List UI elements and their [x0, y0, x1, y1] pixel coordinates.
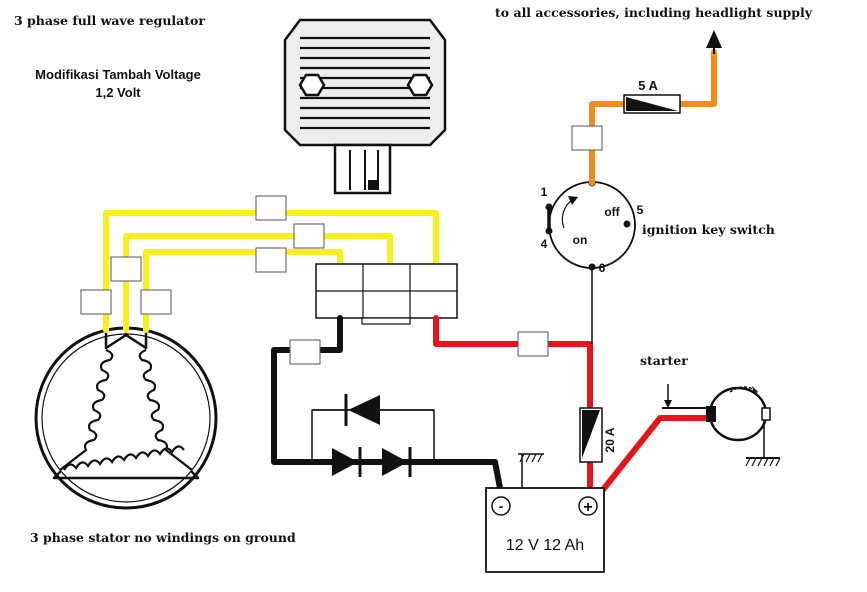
modification-title: Modifikasi Tambah Voltage: [35, 67, 201, 82]
battery-icon: - + 12 V 12 Ah: [485, 487, 605, 573]
starter-motor-icon: [706, 386, 771, 458]
battery-plus: +: [583, 499, 592, 516]
stator-icon: [34, 326, 218, 510]
diode-lower-left-icon: [332, 447, 362, 477]
starter-switch: [662, 384, 706, 409]
switch-state-on: on: [573, 233, 588, 247]
starter-ground-icon: [745, 457, 781, 467]
battery-minus: -: [499, 498, 504, 514]
switch-state-off: off: [604, 205, 620, 219]
wire-connectors: [80, 125, 603, 365]
fuse-5a-label: 5 A: [638, 78, 658, 93]
arrow-up-icon: [706, 30, 722, 54]
battery-rating: 12 V 12 Ah: [506, 537, 584, 554]
switch-terminal-4: 4: [541, 237, 548, 251]
accessories-label: to all accessories, including headlight …: [495, 5, 813, 20]
regulator-title: 3 phase full wave regulator: [14, 13, 205, 28]
orange-wires: [589, 49, 717, 186]
fuse-20a-label: 20 A: [603, 427, 617, 452]
switch-terminal-6: 6: [599, 261, 606, 275]
modification-voltage: 1,2 Volt: [95, 85, 141, 100]
fuse-20a: 20 A: [579, 407, 617, 463]
switch-terminal-1: 1: [541, 185, 548, 199]
regulator-unit-icon: [283, 18, 447, 195]
ignition-label: ignition key switch: [642, 222, 775, 237]
diode-upper-icon: [312, 394, 434, 426]
starter-label: starter: [640, 353, 688, 368]
stator-label: 3 phase stator no windings on ground: [30, 530, 296, 545]
switch-terminal-5: 5: [637, 203, 644, 217]
fuse-5a: 5 A: [623, 78, 681, 114]
regulator-connector: [315, 263, 458, 325]
diode-lower-right-icon: [382, 447, 412, 477]
ground-icon: [518, 453, 544, 488]
